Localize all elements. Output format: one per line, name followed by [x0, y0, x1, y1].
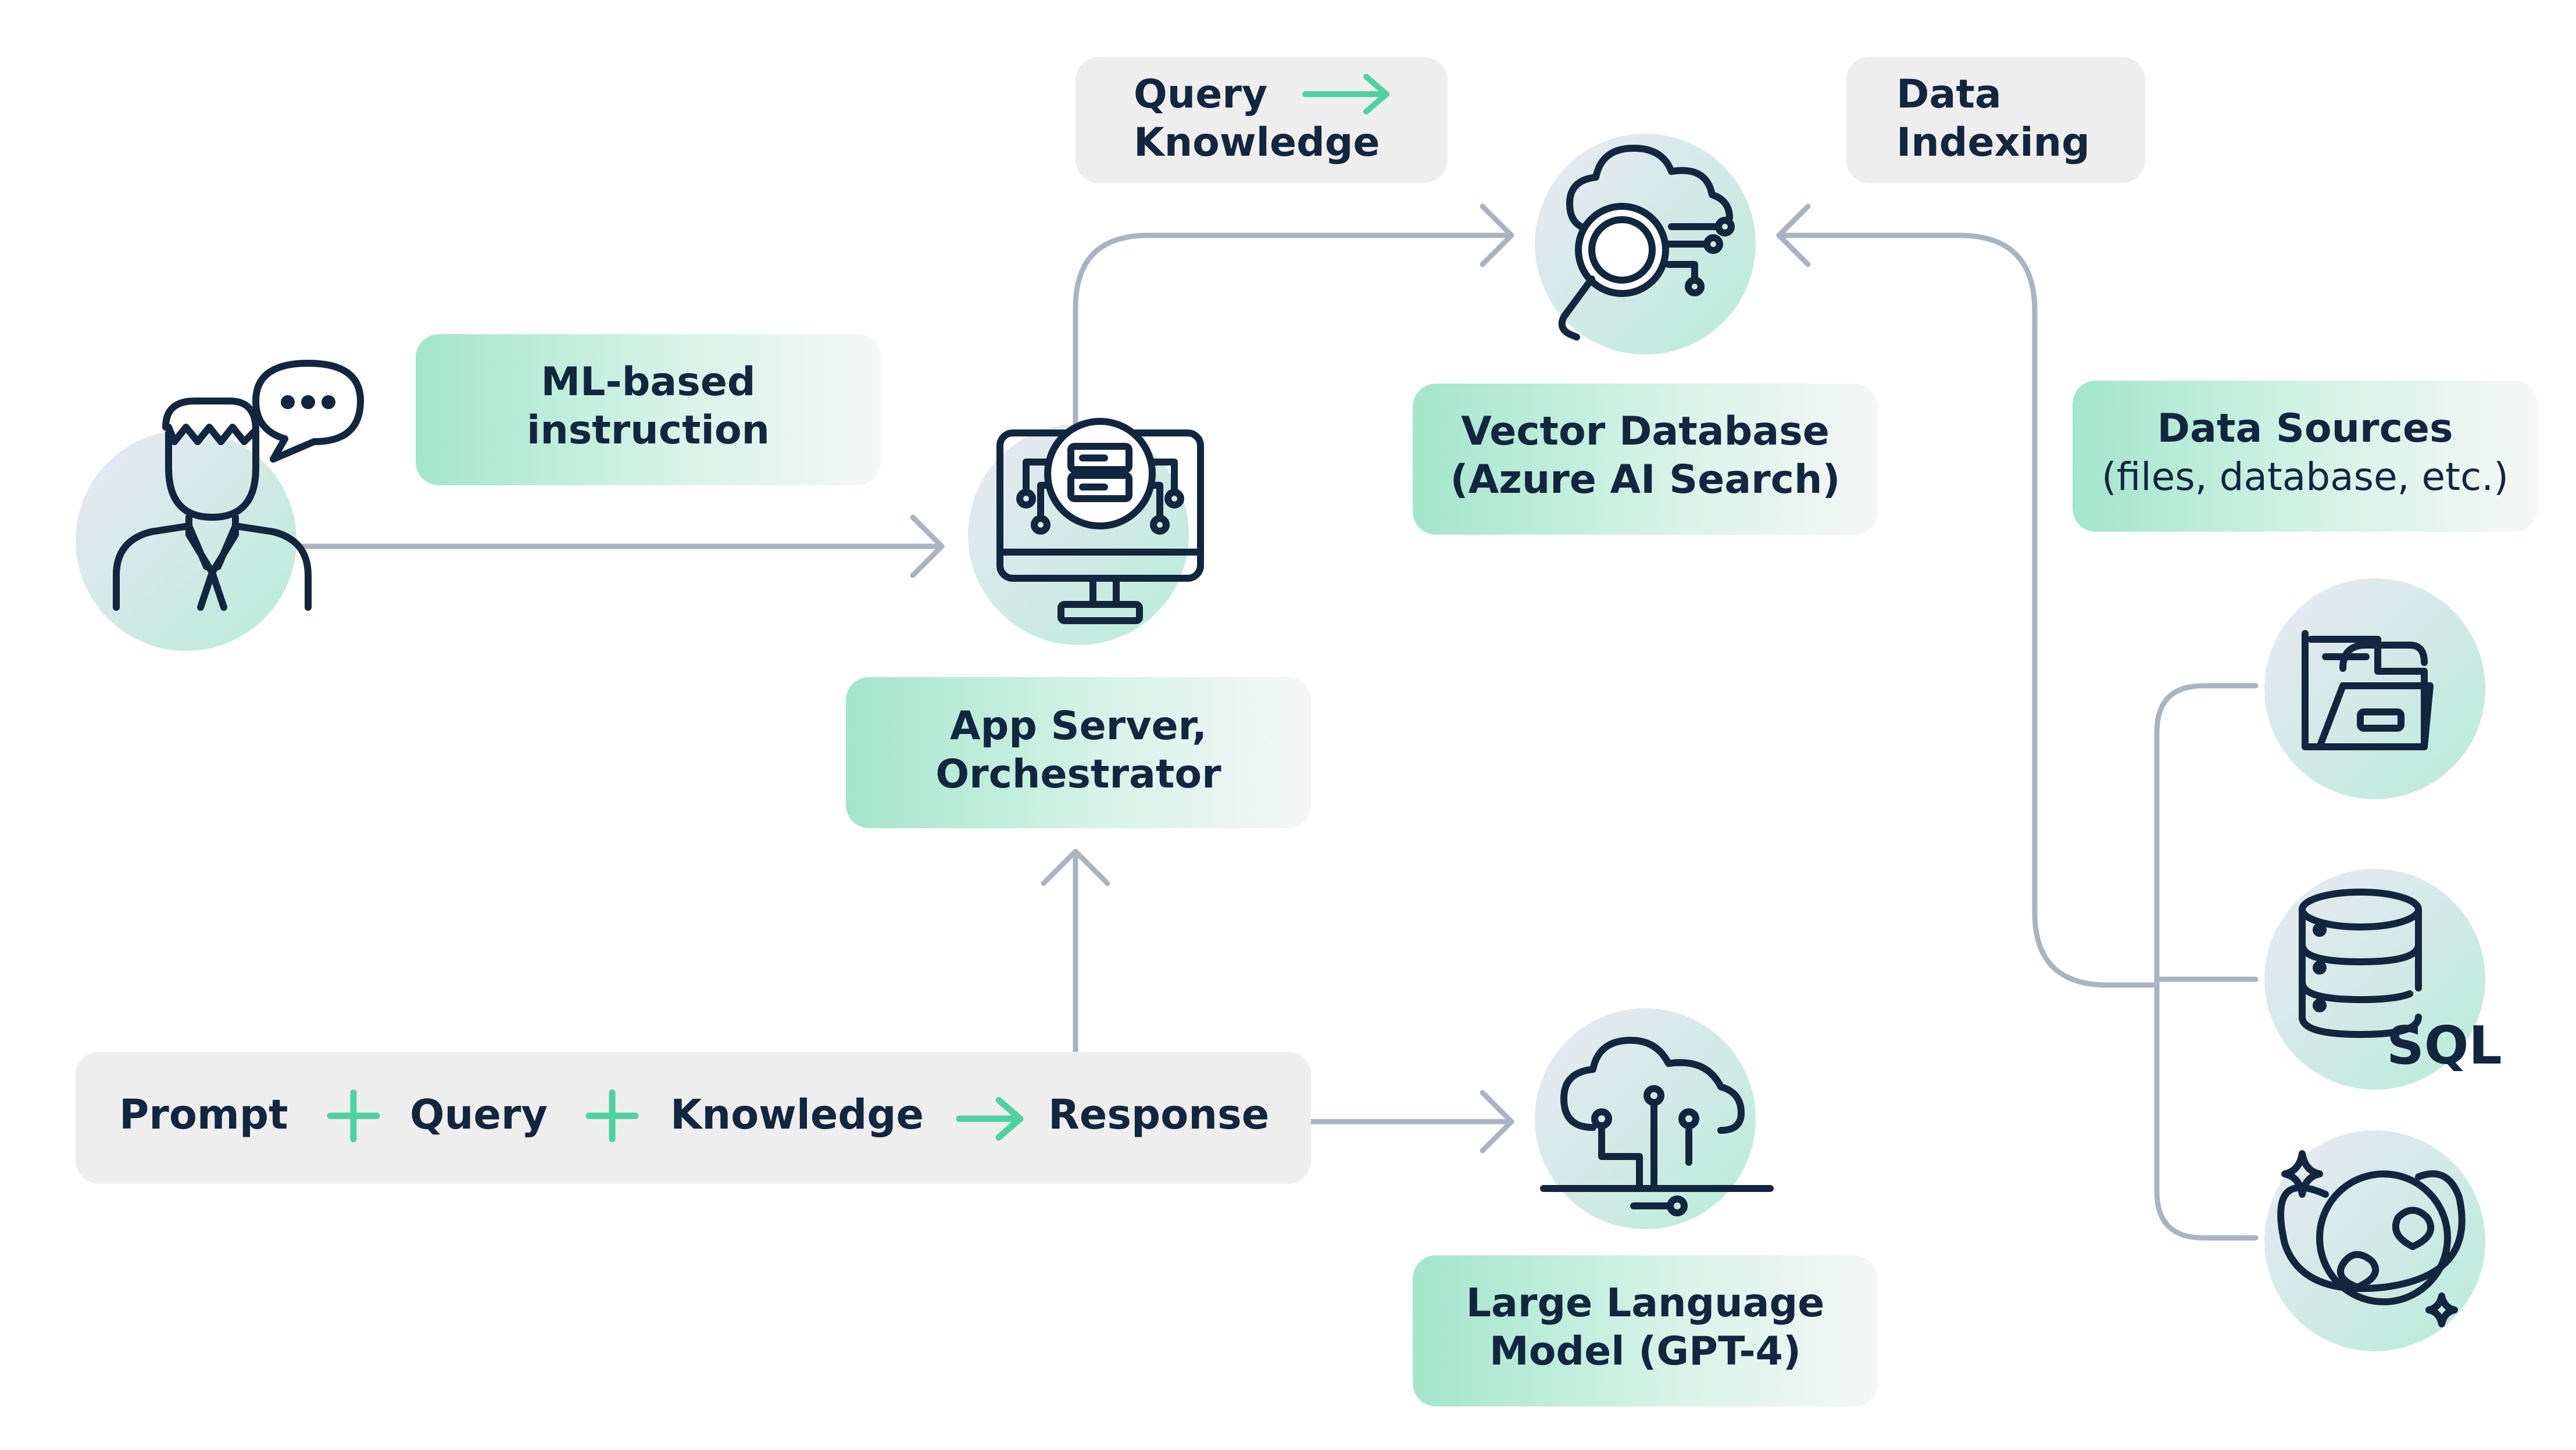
plus-icon: [327, 1089, 380, 1143]
formula-knowledge: Knowledge: [670, 1091, 924, 1138]
server-monitor-icon: [996, 418, 1204, 624]
cloud-search-icon: [1558, 145, 1735, 341]
label-data-indexing: Data Indexing: [1846, 57, 2145, 183]
formula-to-app-arrowhead: [1041, 848, 1110, 886]
label-llm: Large Language Model (GPT-4): [1413, 1255, 1878, 1406]
formula-query: Query: [410, 1091, 548, 1138]
sql-database-icon: [2299, 889, 2422, 1038]
user-icon: [113, 398, 312, 611]
query-knowledge-line2: Knowledge: [1134, 120, 1380, 166]
llm-line2: Model (GPT-4): [1489, 1329, 1801, 1374]
sources-to-vector-arrowhead: [1776, 203, 1811, 267]
app-server-line1: App Server,: [950, 703, 1207, 749]
label-data-sources: Data Sources (files, database, etc.): [2073, 381, 2538, 532]
connectors: [299, 203, 2259, 1241]
data-sources-line2: (files, database, etc.): [2102, 454, 2509, 499]
label-vector-database: Vector Database (Azure AI Search): [1413, 384, 1878, 535]
data-sources-line1: Data Sources: [2157, 406, 2453, 452]
ml-instruction-line1: ML-based: [541, 359, 755, 405]
user-to-app-arrowhead: [910, 514, 945, 578]
query-knowledge-line1: Query: [1134, 71, 1267, 117]
user-circle: [76, 430, 296, 651]
formula-prompt: Prompt: [119, 1091, 288, 1138]
cloud-circuit-icon: [1540, 1037, 1774, 1216]
vector-db-line1: Vector Database: [1461, 409, 1830, 454]
label-query-knowledge: Query Knowledge: [1076, 57, 1448, 183]
sources-bracket: [2154, 683, 2259, 1241]
app-server-line2: Orchestrator: [935, 751, 1221, 797]
formula-bar: Prompt Query Knowledge Response: [76, 1052, 1311, 1184]
arrow-right-icon: [1302, 74, 1389, 114]
label-app-server: App Server, Orchestrator: [846, 677, 1311, 828]
planet-icon: [2277, 1150, 2466, 1327]
app-to-vector-connector: [1073, 232, 1514, 427]
sql-label: SQL: [2386, 1015, 2502, 1076]
llm-line1: Large Language: [1466, 1280, 1825, 1326]
plus-icon: [585, 1089, 639, 1143]
sources-to-vector-connector: [1776, 232, 2160, 988]
vector-db-line2: (Azure AI Search): [1450, 457, 1841, 503]
data-indexing-line2: Indexing: [1896, 120, 2090, 166]
formula-to-llm-arrowhead: [1480, 1090, 1514, 1154]
folder-icon: [2302, 630, 2434, 750]
label-ml-instruction: ML-based instruction: [416, 334, 881, 485]
app-to-vector-arrowhead: [1480, 203, 1514, 267]
planet-circle: [2264, 1130, 2485, 1351]
data-indexing-line1: Data: [1896, 71, 2002, 117]
ml-instruction-line2: instruction: [527, 407, 770, 453]
arrow-right-icon: [956, 1097, 1024, 1141]
speech-bubble-icon: [252, 360, 364, 463]
formula-response: Response: [1048, 1091, 1269, 1138]
